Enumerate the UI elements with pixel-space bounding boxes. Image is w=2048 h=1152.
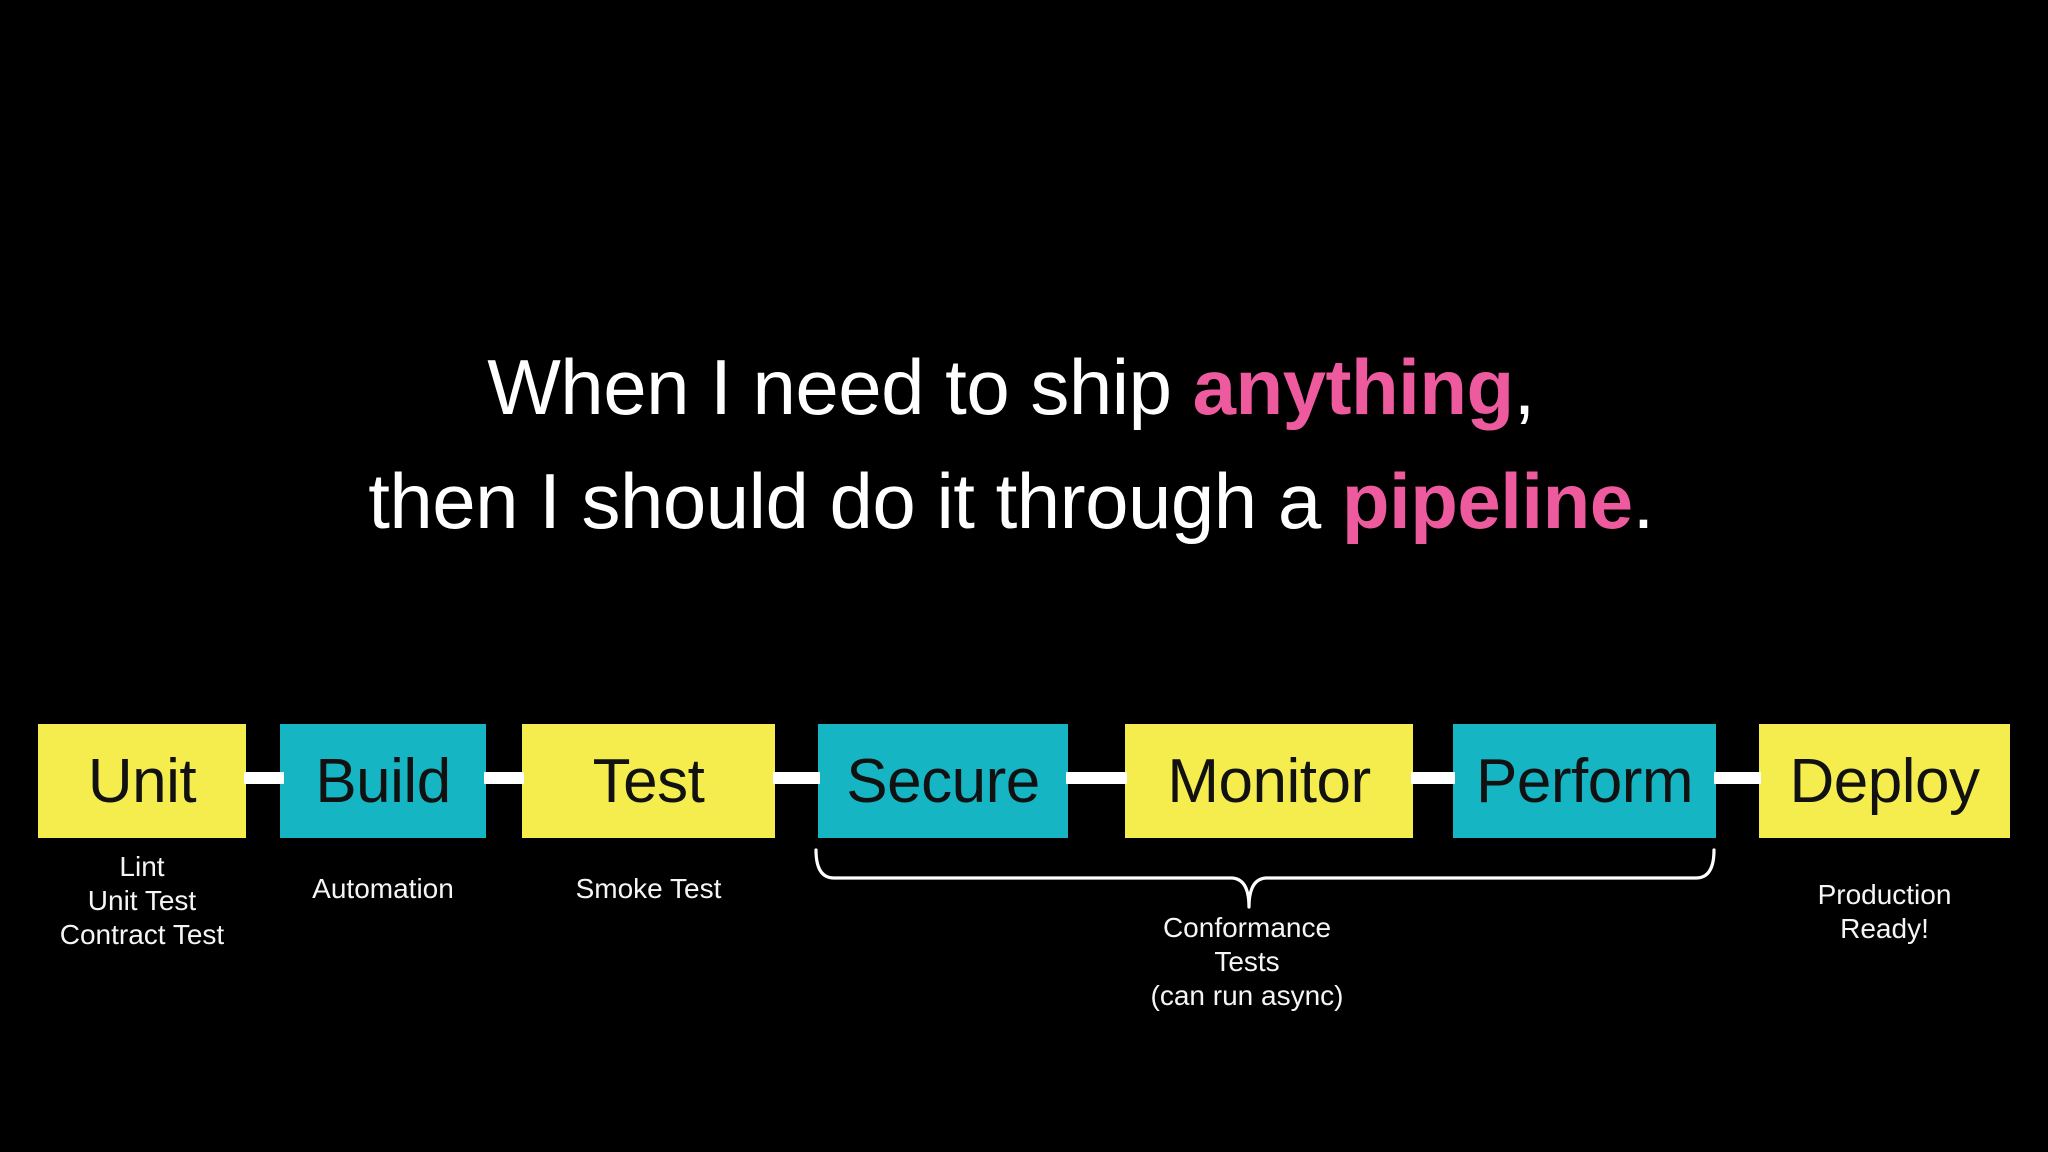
highlight-pipeline: pipeline (1341, 457, 1633, 545)
headline-line2-post: . (1632, 457, 1655, 545)
stage-sublabel-test: Smoke Test (522, 872, 775, 906)
stage-box-secure: Secure (818, 724, 1068, 838)
brace-label-line: Tests (1214, 946, 1280, 977)
pipeline-connector (773, 772, 820, 784)
stage-label-deploy: Deploy (1789, 746, 1981, 816)
brace-label-line: Conformance (1162, 912, 1332, 943)
stage-sublabel-deploy: Production Ready! (1759, 878, 2010, 946)
headline: When I need to ship anything, then I sho… (0, 330, 2048, 558)
sublabel-line: Contract Test (59, 919, 225, 950)
stage-box-monitor: Monitor (1125, 724, 1413, 838)
headline-line2-pre: then I should do it through a (368, 457, 1342, 545)
pipeline-connector (1066, 772, 1127, 784)
stage-label-perform: Perform (1476, 746, 1693, 816)
sublabel-line: Unit Test (87, 885, 197, 916)
pipeline-connector (244, 772, 284, 784)
sublabel-line: Automation (312, 873, 454, 904)
stage-box-perform: Perform (1453, 724, 1716, 838)
stage-box-unit: Unit (38, 724, 246, 838)
pipeline-connector (1714, 772, 1761, 784)
stage-label-test: Test (592, 746, 705, 816)
headline-line-1: When I need to ship anything, (0, 330, 2022, 444)
stage-label-build: Build (315, 746, 451, 816)
stage-label-secure: Secure (846, 746, 1040, 816)
sublabel-line: Smoke Test (575, 873, 722, 904)
stage-box-build: Build (280, 724, 486, 838)
sublabel-line: Ready! (1840, 913, 1929, 944)
stage-sublabel-unit: Lint Unit Test Contract Test (38, 850, 246, 952)
pipeline-connector (1411, 772, 1455, 784)
pipeline-connector (484, 772, 524, 784)
stage-box-test: Test (522, 724, 775, 838)
stage-sublabel-build: Automation (280, 872, 486, 906)
stage-label-unit: Unit (87, 746, 197, 816)
headline-line-2: then I should do it through a pipeline. (0, 444, 2022, 558)
stage-box-deploy: Deploy (1759, 724, 2010, 838)
highlight-anything: anything (1192, 343, 1515, 431)
brace-bracket (814, 848, 1716, 909)
brace-label: Conformance Tests (can run async) (1097, 911, 1397, 1013)
sublabel-line: Production (1817, 879, 1952, 910)
stage-label-monitor: Monitor (1167, 746, 1371, 816)
brace-label-line: (can run async) (1150, 980, 1344, 1011)
headline-line1-post: , (1513, 343, 1536, 431)
headline-line1-pre: When I need to ship (487, 343, 1193, 431)
sublabel-line: Lint (119, 851, 165, 882)
brace-path (814, 848, 1716, 909)
